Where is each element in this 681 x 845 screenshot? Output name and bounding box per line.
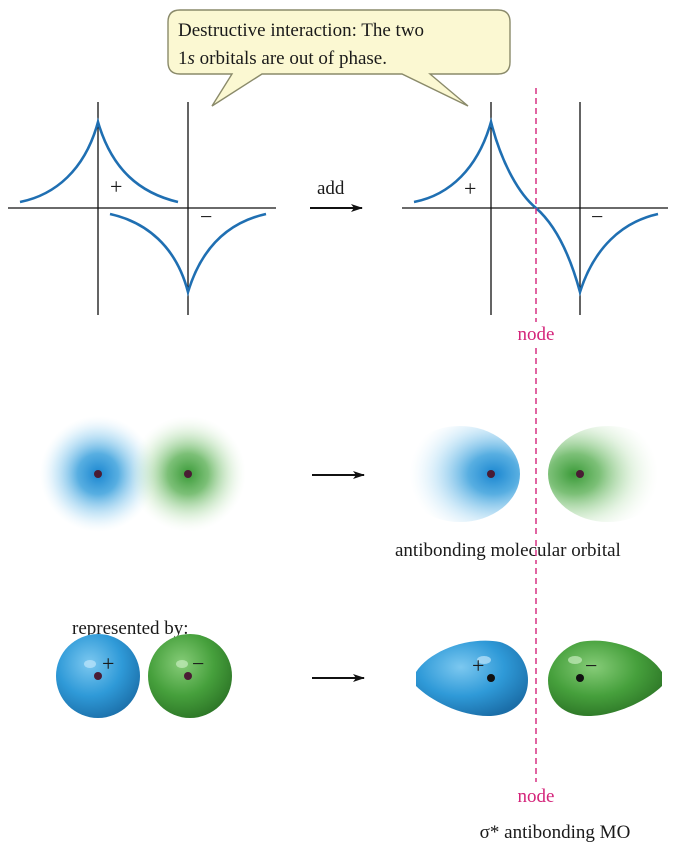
nucleus-lobe-1 (487, 674, 495, 682)
antibonding-cloud-pair (400, 426, 668, 522)
positive-wave-curve (19, 117, 179, 204)
blue-cloud-right (400, 426, 520, 522)
nucleus-right-2 (576, 470, 584, 478)
nucleus-left-2 (184, 470, 192, 478)
separate-solid-pair: + − (56, 634, 232, 718)
nucleus-lobe-2 (576, 674, 584, 682)
nucleus-right-1 (487, 470, 495, 478)
nucleus-left-1 (94, 470, 102, 478)
combined-wave-curve (413, 117, 659, 297)
nucleus-solid-1 (94, 672, 102, 680)
green-lobe (548, 640, 662, 716)
callout-bubble (167, 9, 511, 107)
solid-plus-sign: + (102, 651, 114, 676)
sigma-star-caption: σ* antibonding MO (480, 822, 631, 843)
right-minus-sign: − (591, 204, 603, 229)
callout-line-2: 1s orbitals are out of phase. (178, 48, 387, 69)
green-cloud-right (548, 426, 668, 522)
node-label-top: node (518, 324, 555, 345)
nucleus-solid-2 (184, 672, 192, 680)
callout-line-1: Destructive interaction: The two (178, 20, 424, 41)
negative-wave-curve (109, 212, 267, 297)
lobe-minus-sign: − (585, 653, 597, 678)
antibonding-caption: antibonding molecular orbital (395, 540, 621, 561)
left-wave-plot: + − (8, 102, 276, 315)
add-label: add (317, 178, 345, 199)
lobe-plus-sign: + (472, 653, 484, 678)
right-plus-sign: + (464, 176, 476, 201)
solid-minus-sign: − (192, 651, 204, 676)
represented-by-label: represented by: (72, 618, 189, 639)
separate-cloud-pair (40, 416, 246, 532)
left-plus-sign: + (110, 174, 122, 199)
sigma-star-lobes: + − (416, 640, 662, 716)
node-label-bottom: node (518, 786, 555, 807)
right-wave-plot: + − (402, 102, 668, 315)
left-minus-sign: − (200, 204, 212, 229)
blue-lobe (416, 640, 528, 716)
